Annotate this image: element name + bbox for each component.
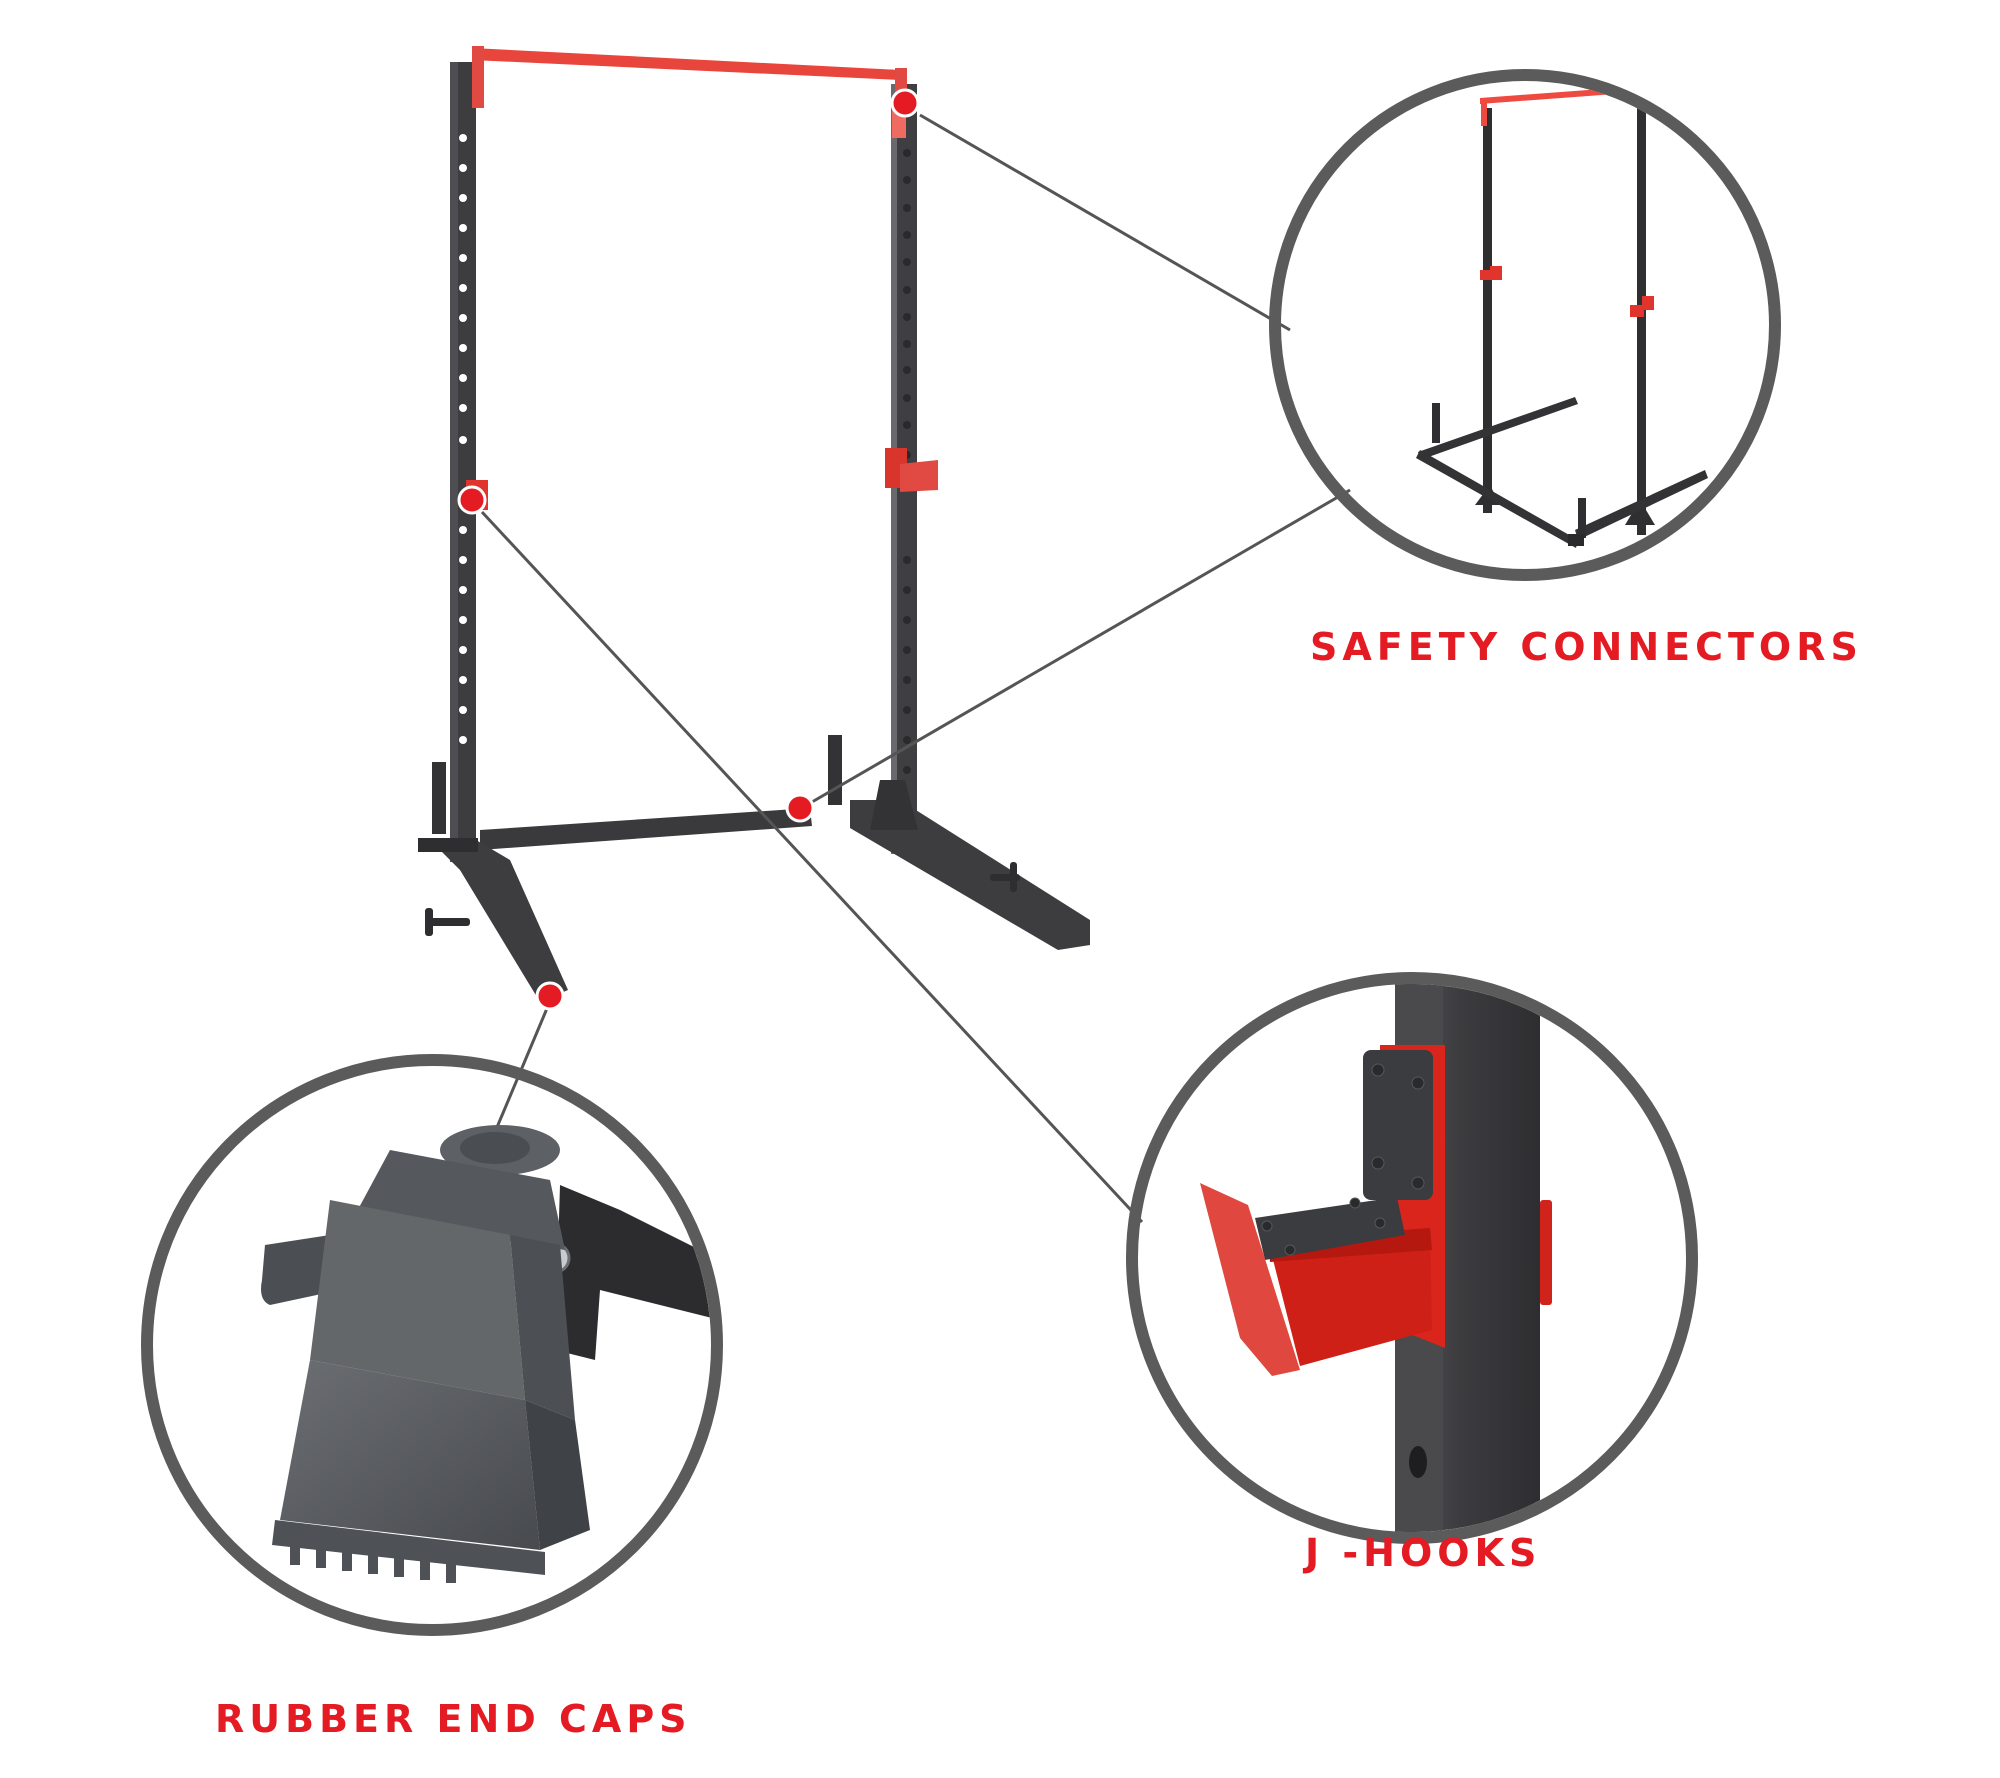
leader-lines	[480, 113, 1351, 1224]
label-safety-connectors: SAFETY CONNECTORS	[1310, 625, 1863, 669]
main-rack	[418, 46, 1090, 1002]
leader-line-jhook-to-jhooks	[480, 510, 1144, 1224]
callout-ring-jhooks	[1126, 972, 1698, 1544]
base-crossbar-marker[interactable]	[785, 793, 815, 823]
end-cap-closeup-image	[261, 1125, 711, 1583]
callout-safety-connectors	[1269, 69, 1781, 581]
pullup-bar-marker[interactable]	[890, 88, 920, 118]
pullup-bar	[472, 46, 907, 138]
leader-line-crossbar-to-safety	[811, 488, 1351, 804]
j-hook-marker[interactable]	[457, 485, 487, 515]
callout-ring-endcaps	[141, 1054, 723, 1636]
callout-ring-safety	[1269, 69, 1781, 581]
j-hook-lip	[1200, 1183, 1300, 1376]
j-hook-closeup-image	[1200, 984, 1552, 1532]
left-upright	[450, 62, 488, 862]
rack-overview-image	[1416, 86, 1708, 548]
left-upright-holes	[459, 134, 467, 744]
callout-j-hooks	[1126, 972, 1698, 1544]
j-hook-right	[885, 448, 938, 492]
left-base-leg	[418, 838, 568, 1002]
right-upright	[885, 84, 938, 854]
plate-post-right	[828, 735, 842, 805]
right-base-leg	[850, 780, 1090, 950]
right-upright-holes	[903, 149, 911, 774]
callout-rubber-end-caps	[141, 1054, 723, 1636]
base-crossbar	[480, 808, 812, 850]
leader-line-pullup-to-safety	[919, 113, 1291, 332]
label-j-hooks: J -HOOKS	[1305, 1531, 1542, 1575]
markers	[457, 88, 920, 1011]
plate-post-left	[432, 762, 446, 834]
label-rubber-end-caps: RUBBER END CAPS	[215, 1697, 692, 1741]
end-cap-marker[interactable]	[535, 981, 565, 1011]
post-hole	[1409, 1446, 1427, 1478]
cap-ribs	[290, 1545, 456, 1583]
rubber-pad-horizontal	[1255, 1197, 1405, 1260]
